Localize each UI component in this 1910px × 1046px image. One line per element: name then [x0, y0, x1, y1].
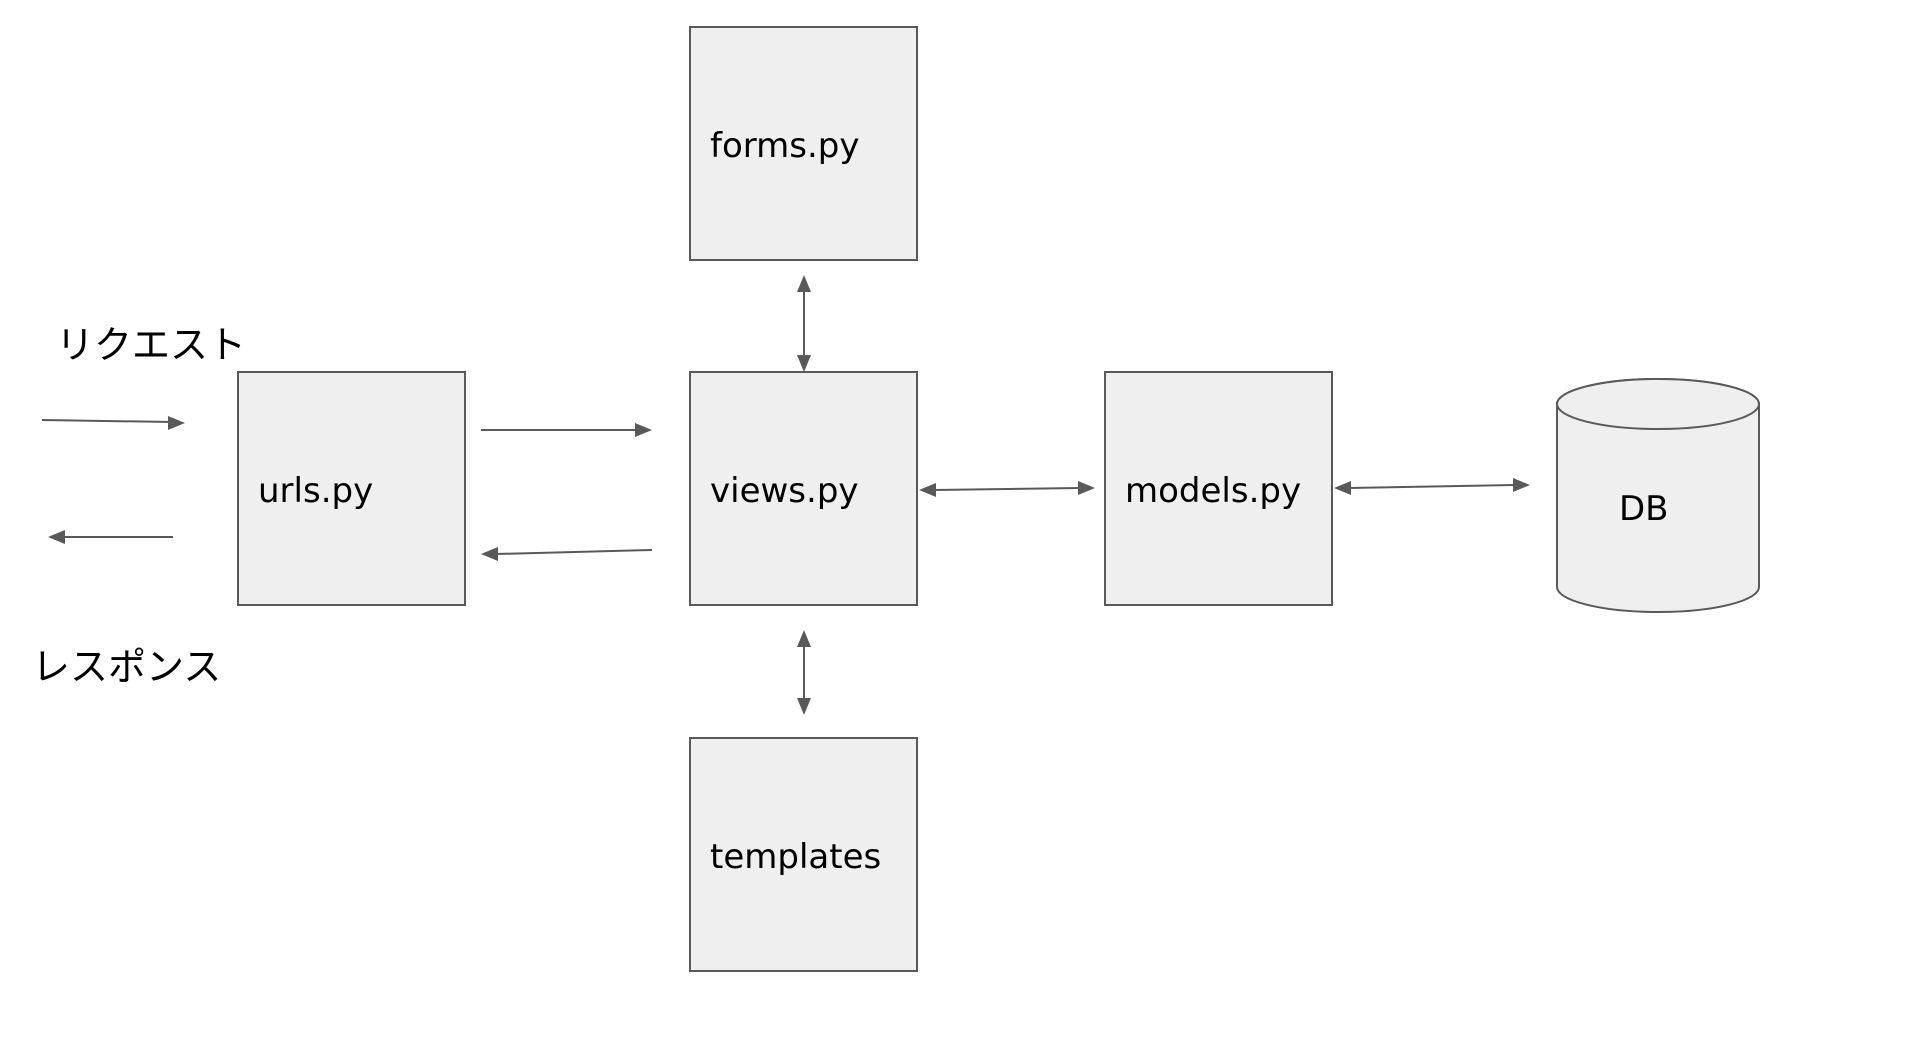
- models-node: models.py: [1104, 371, 1333, 606]
- views-to-urls-arrow: [481, 547, 653, 561]
- db-node: DB: [1556, 378, 1760, 613]
- urls-label: urls.py: [258, 471, 373, 511]
- templates-node: templates: [689, 737, 918, 972]
- forms-node: forms.py: [689, 26, 918, 261]
- templates-label: templates: [710, 837, 881, 877]
- models-label: models.py: [1125, 471, 1301, 511]
- response-arrow: [48, 530, 173, 544]
- views-label: views.py: [710, 471, 859, 511]
- views-node: views.py: [689, 371, 918, 606]
- forms-label: forms.py: [710, 126, 860, 166]
- models-db-arrow: [1334, 478, 1530, 495]
- db-label: DB: [1619, 489, 1669, 529]
- urls-to-views-arrow: [481, 423, 652, 437]
- views-templates-arrow: [797, 630, 811, 715]
- request-label: リクエスト: [56, 323, 246, 367]
- request-arrow: [41, 416, 185, 430]
- forms-views-arrow: [797, 275, 811, 372]
- urls-node: urls.py: [237, 371, 466, 606]
- response-label: レスポンス: [32, 645, 221, 689]
- views-models-arrow: [919, 481, 1095, 497]
